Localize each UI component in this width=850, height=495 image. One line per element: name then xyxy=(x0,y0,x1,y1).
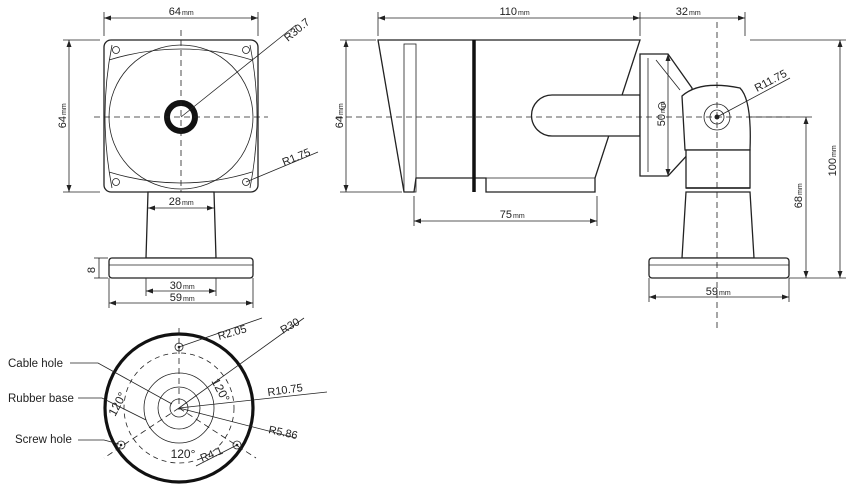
side-mount-collar xyxy=(685,149,751,189)
front-width-unit: mm xyxy=(182,10,194,17)
angle-bottom-label: 120° xyxy=(171,447,196,461)
mount-height-value: 68 xyxy=(793,196,805,208)
front-height-unit: mm xyxy=(61,103,68,115)
base-inner-value: 30 xyxy=(170,280,182,292)
base-outer-value: 59 xyxy=(170,292,182,304)
screw-pitch-circle xyxy=(123,352,235,464)
side-base-width-unit: mm xyxy=(719,290,731,297)
base-thickness-label: 8 xyxy=(86,267,98,273)
front-view: 64 mm 64 mm R30.7 R1.75 28 mm 8 xyxy=(57,6,319,308)
screw-radius-label: R2.05 xyxy=(217,323,249,343)
front-base xyxy=(108,257,254,279)
sunshield-length-unit: mm xyxy=(513,213,525,220)
corner-radius-label: R1.75 xyxy=(281,147,313,169)
bracket-screw-icon xyxy=(658,102,666,110)
bracket-height-unit: mm xyxy=(660,101,667,113)
front-height-value: 64 xyxy=(57,116,69,128)
housing-length-value: 110 xyxy=(499,6,517,18)
side-base-width-value: 59 xyxy=(706,286,718,298)
housing-length-unit: mm xyxy=(518,10,530,17)
label-rubber-base: Rubber base xyxy=(8,393,74,405)
housing-height-value: 64 xyxy=(334,116,346,128)
side-view: 110 mm 32 mm 64 mm 75 mm 50 mm xyxy=(334,6,846,330)
bracket-depth-value: 32 xyxy=(676,6,688,18)
front-neck xyxy=(145,191,217,259)
label-cable-hole: Cable hole xyxy=(8,358,63,370)
base-outer-unit: mm xyxy=(183,296,195,303)
side-base xyxy=(648,257,790,279)
base-inner-unit: mm xyxy=(183,284,195,291)
sunshield-length-value: 75 xyxy=(500,209,512,221)
corner-screw-icons xyxy=(112,46,250,186)
label-screw-hole: Screw hole xyxy=(15,434,72,446)
total-height-unit: mm xyxy=(831,145,838,157)
joint-radius-label: R11.75 xyxy=(753,68,789,95)
front-width-value: 64 xyxy=(169,6,181,18)
bracket-height-value: 50 xyxy=(656,114,668,126)
cable-slot xyxy=(530,94,641,137)
ring-radius-label: R5.86 xyxy=(267,424,298,442)
neck-width-value: 28 xyxy=(169,196,181,208)
bracket-depth-unit: mm xyxy=(689,10,701,17)
housing-height-unit: mm xyxy=(338,103,345,115)
lens-radius-label: R30.7 xyxy=(282,16,312,44)
outer-radius-label: R30 xyxy=(279,316,302,336)
base-view: Cable hole Rubber base Screw hole R2.05 … xyxy=(8,316,328,484)
inner-radius-label: R10.75 xyxy=(267,382,304,399)
total-height-value: 100 xyxy=(827,158,839,176)
side-mount-pole xyxy=(681,191,755,259)
neck-width-unit: mm xyxy=(182,200,194,207)
mount-height-unit: mm xyxy=(797,183,804,195)
side-front-lip xyxy=(403,43,417,193)
base-ring-circle xyxy=(157,386,201,430)
